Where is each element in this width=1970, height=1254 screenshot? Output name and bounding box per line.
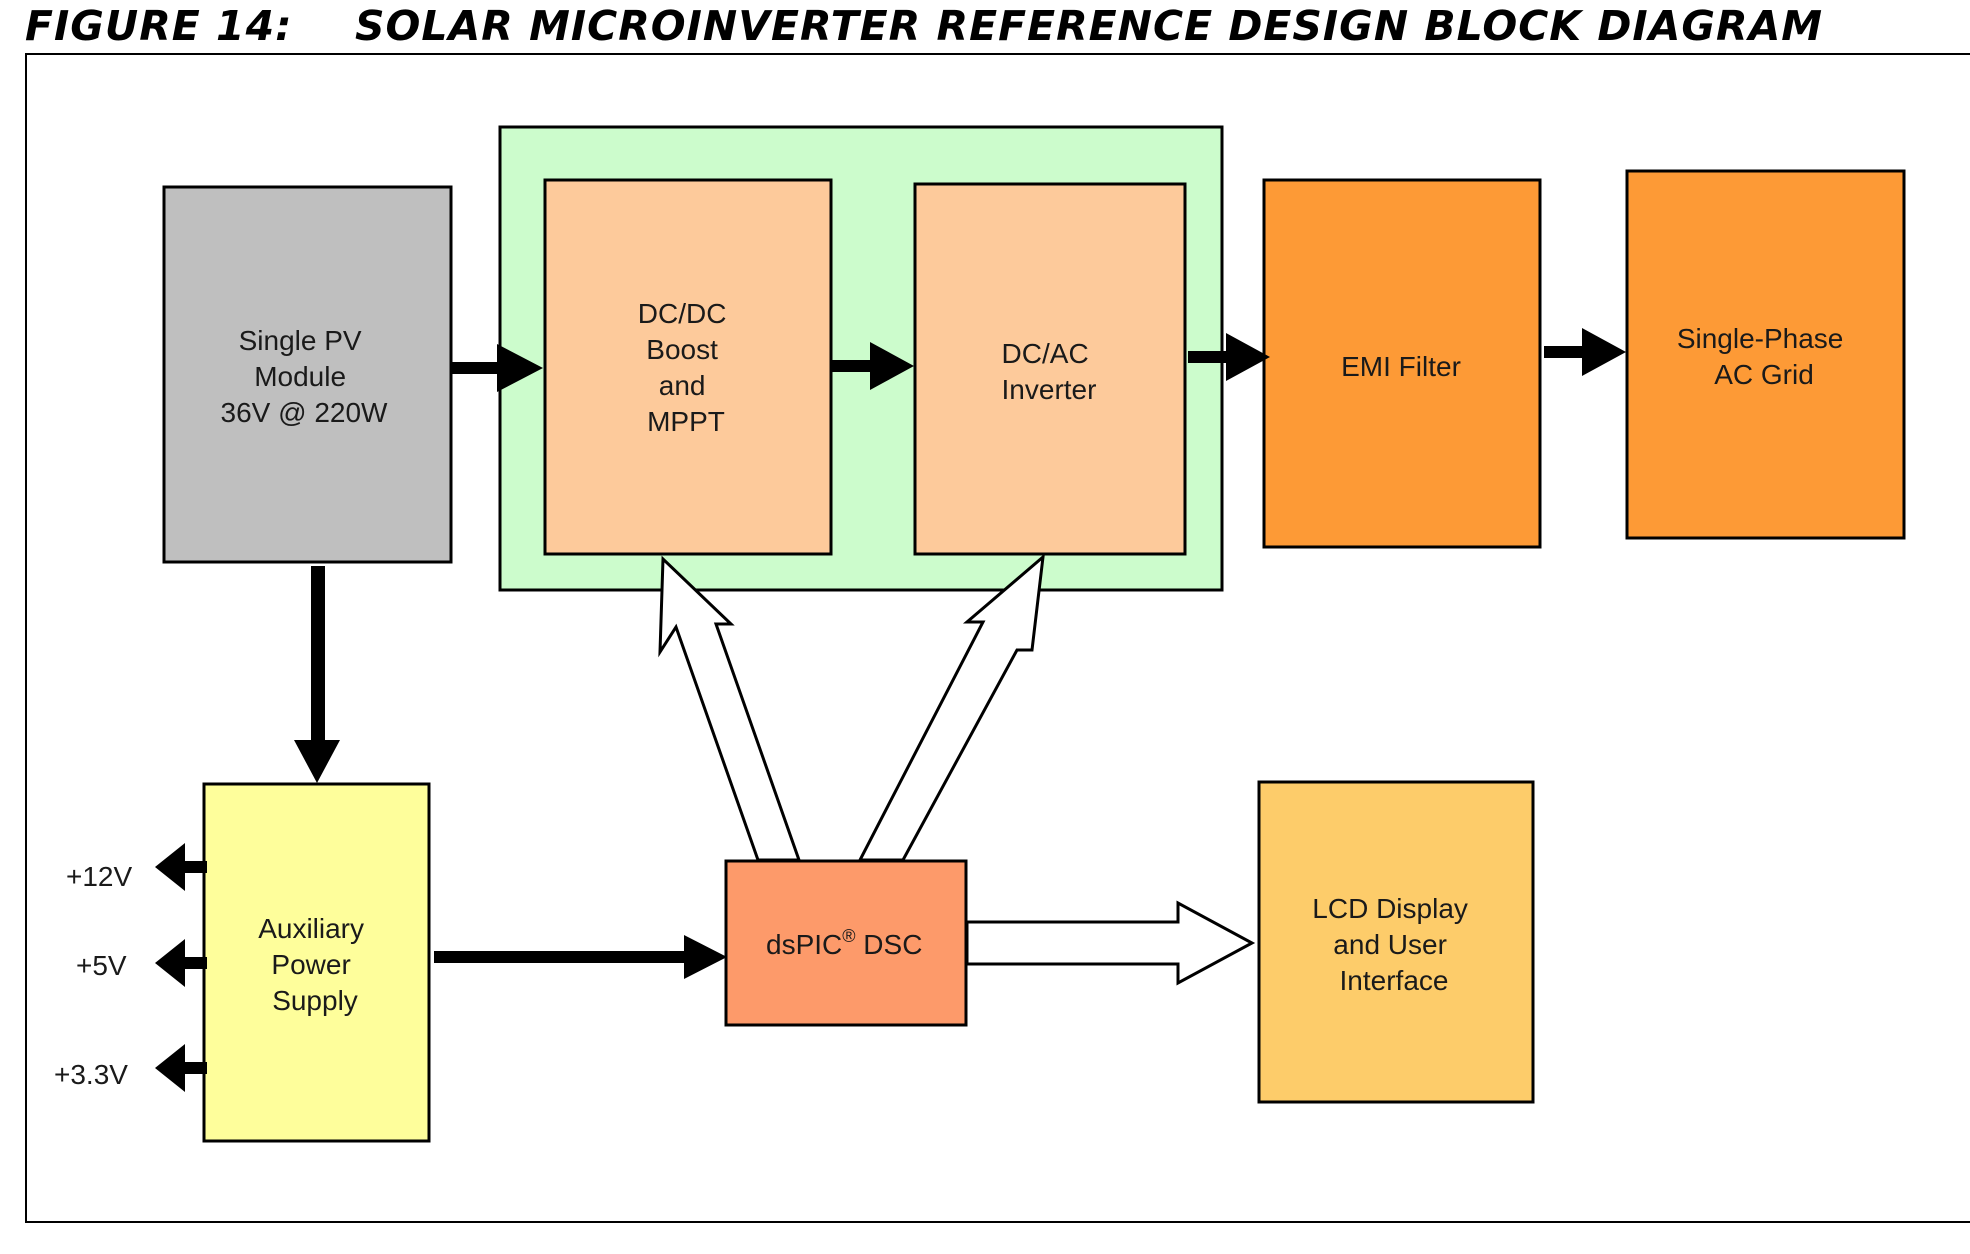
pv-module-block	[162, 185, 453, 564]
rail-label-3v3: +3.3V	[54, 1059, 128, 1090]
figure-title: SOLAR MICROINVERTER REFERENCE DESIGN BLO…	[355, 2, 1824, 50]
figure-header: FIGURE 14: SOLAR MICROINVERTER REFERENCE…	[25, 0, 1970, 50]
dspic-dsc-label: dsPIC® DSC	[766, 926, 922, 960]
header-rule	[25, 53, 1970, 55]
arrow-rail-3v3	[155, 1044, 207, 1092]
arrow-emi-to-grid	[1544, 328, 1626, 376]
arrow-pv-to-aux	[294, 566, 340, 783]
lcd-display-block	[1257, 780, 1535, 1104]
arrow-rail-5v	[155, 939, 207, 987]
pv-module-label: Single PV Module 36V @ 220W	[221, 325, 389, 428]
arrow-rail-12v	[155, 843, 207, 891]
ac-grid-label: Single-Phase AC Grid	[1677, 323, 1851, 390]
dspic-dsc-block	[724, 859, 968, 1027]
dcac-inverter-block	[913, 182, 1187, 556]
rail-label-5v: +5V	[76, 950, 127, 981]
aux-supply-label: Auxiliary Power Supply	[258, 913, 372, 1016]
emi-filter-block	[1262, 178, 1542, 549]
rail-label-12v: +12V	[66, 861, 132, 892]
arrow-aux-to-dsc	[434, 935, 727, 979]
dcdc-boost-block	[543, 178, 833, 556]
dcdc-boost-label: DC/DC Boost and MPPT	[638, 298, 734, 437]
ac-grid-block	[1625, 169, 1906, 540]
diagram-frame	[25, 53, 1970, 1223]
arrow-dcdc-to-dcac	[832, 342, 914, 390]
arrow-dsc-to-lcd	[965, 900, 1256, 986]
arrow-dsc-to-dcac	[857, 553, 1045, 862]
figure-number: FIGURE 14:	[25, 2, 293, 50]
arrow-dcac-to-emi	[1188, 333, 1270, 381]
arrow-dsc-to-dcdc	[658, 555, 802, 862]
arrow-pv-to-dcdc	[452, 344, 543, 392]
lcd-display-label: LCD Display and User Interface	[1312, 893, 1475, 996]
dcac-inverter-label: DC/AC Inverter	[1002, 338, 1097, 405]
emi-filter-label: EMI Filter	[1341, 351, 1461, 382]
